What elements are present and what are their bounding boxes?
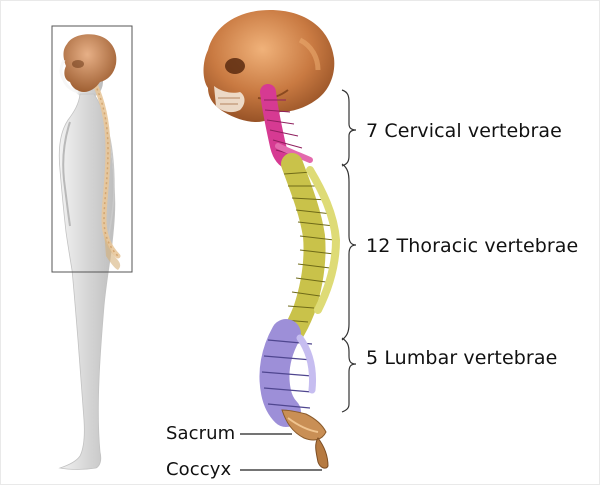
lumbar-vertebrae (262, 334, 313, 412)
lumbar-bracket (342, 338, 356, 412)
coccyx-label: Coccyx (166, 459, 231, 480)
thoracic-vertebrae (284, 164, 336, 334)
bracket-group (342, 90, 356, 412)
coccyx-bone (316, 438, 328, 468)
cervical-label: 7 Cervical vertebrae (366, 120, 562, 142)
small-skull-figure (61, 34, 116, 92)
sacrum-label: Sacrum (166, 423, 235, 444)
thoracic-bracket (342, 164, 356, 340)
lumbar-label: 5 Lumbar vertebrae (366, 347, 557, 369)
cervical-bracket (342, 90, 356, 166)
thoracic-label: 12 Thoracic vertebrae (366, 235, 578, 257)
